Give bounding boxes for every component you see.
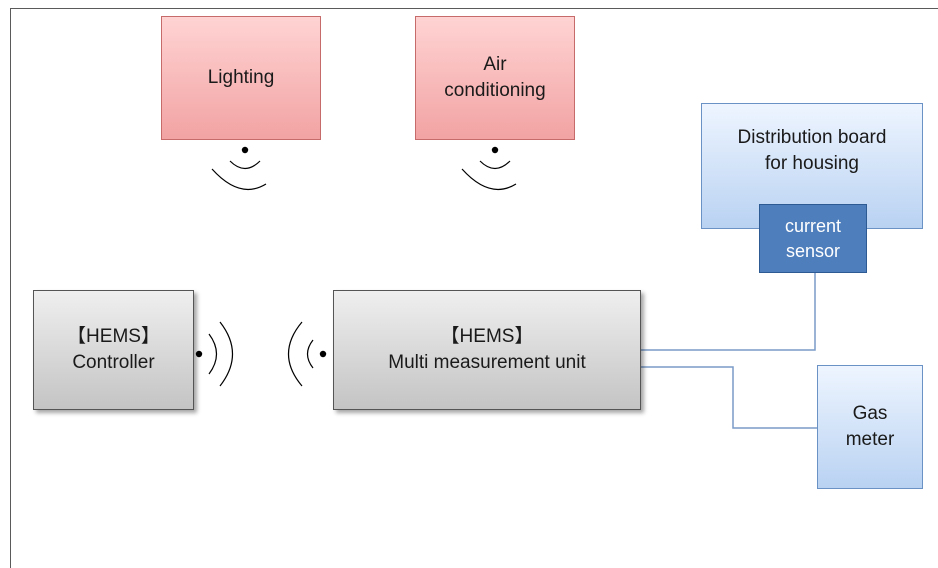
lighting-wireless-icon [211,146,267,191]
sensor-wire [641,273,816,351]
air-conditioning-line1: Air [483,54,507,76]
wireless-signals [195,146,517,387]
distribution-board-line1: Distribution board [737,127,887,149]
gas-meter-line2: meter [845,429,895,450]
multi-unit-line2: Multi measurement unit [388,352,586,373]
hems-controller-line1: 【HEMS】 [67,326,160,348]
lighting-label: Lighting [207,67,275,89]
current-sensor-line2: sensor [785,240,841,261]
gas-meter-line1: Gas [852,403,888,425]
multi-unit-line1: 【HEMS】 [440,326,534,348]
hems-multi-measurement-unit-box: 【HEMS】 Multi measurement unit [333,290,641,410]
air-conditioning-wireless-icon [461,146,517,191]
air-conditioning-line2: conditioning [444,80,546,101]
connection-lines [641,273,817,429]
gas-meter-wire [641,366,817,429]
current-sensor-line1: current [784,216,842,237]
controller-wireless-icon [195,321,233,387]
gas-meter-box: Gas meter [817,365,923,489]
diagram-frame [10,8,938,568]
hems-controller-line2: Controller [72,352,155,373]
distribution-board-line2: for housing [764,153,859,174]
air-conditioning-box: Air conditioning [415,16,575,140]
multi-unit-wireless-icon [288,321,327,387]
lighting-box: Lighting [161,16,321,140]
current-sensor-box: current sensor [759,204,867,273]
hems-controller-box: 【HEMS】 Controller [33,290,194,410]
